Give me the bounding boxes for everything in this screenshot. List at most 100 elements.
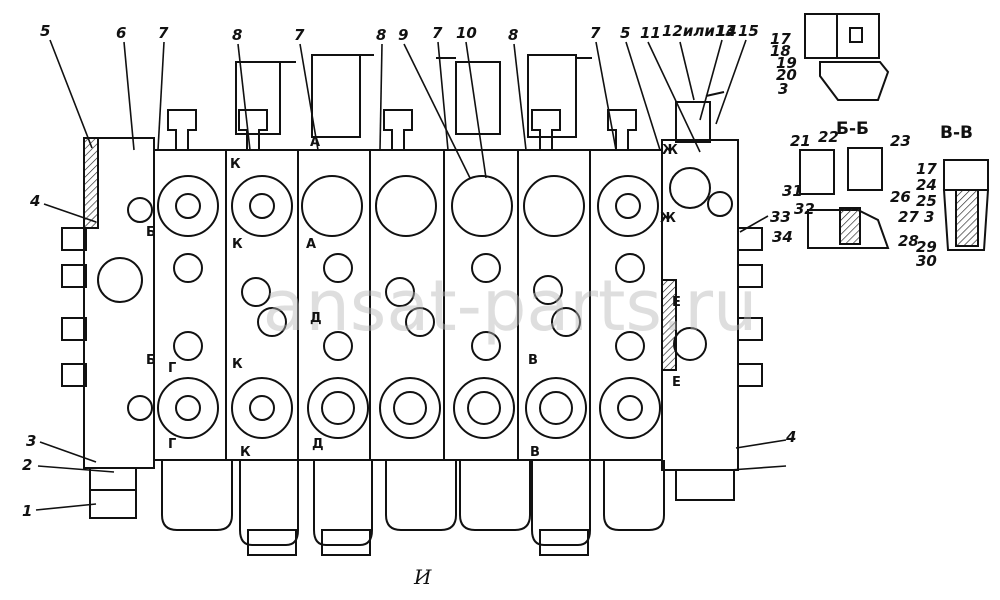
port-1a-inner	[175, 193, 201, 219]
section-1	[153, 149, 227, 461]
bb-body	[847, 147, 883, 191]
port-2a-inner	[249, 193, 275, 219]
right-bottom-plug	[675, 469, 735, 501]
port-1c	[173, 331, 203, 361]
port-4c	[405, 307, 435, 337]
callout-3-v: 3	[924, 208, 934, 226]
spool-cap-7	[603, 460, 665, 531]
solenoid-1	[235, 61, 281, 135]
port-7d	[599, 377, 661, 439]
section-title-bb: Б-Б	[836, 119, 869, 139]
left-port-boss-3	[61, 317, 87, 341]
marker-K-3: К	[232, 357, 243, 372]
right-port-boss-1	[737, 227, 763, 251]
top-stud-4	[531, 109, 561, 150]
callout-27: 28	[898, 232, 919, 250]
port-7c	[615, 331, 645, 361]
callout-22: 23	[890, 132, 911, 150]
leader-5-right	[625, 41, 661, 151]
spool-cap-6	[531, 460, 591, 546]
spool-cap-3-end	[321, 529, 371, 556]
right-port-boss-3	[737, 317, 763, 341]
callout-3-detail: 3	[778, 80, 788, 98]
callout-24: 25	[916, 192, 937, 210]
spool-cap-2-end	[247, 529, 297, 556]
callout-2: 2	[22, 456, 32, 474]
bottom-plug	[89, 467, 137, 519]
port-1d-inner	[175, 395, 201, 421]
callout-7d: 7	[590, 24, 601, 42]
port-3c	[323, 331, 353, 361]
spool-cap-2	[239, 460, 299, 546]
leader-5-left	[49, 39, 93, 149]
top-fittings	[167, 54, 725, 150]
leader-8c	[513, 43, 527, 151]
leader-7b	[299, 43, 319, 151]
marker-G-bottom: Г	[168, 437, 176, 452]
vv-cap	[943, 159, 989, 191]
marker-V-2: В	[530, 445, 540, 460]
right-cover-port-1	[669, 167, 711, 209]
section-title-vv: В-В	[940, 123, 973, 143]
callout-21: 22	[818, 128, 839, 146]
leader-7c	[437, 41, 449, 151]
left-cover-port-3	[127, 395, 153, 421]
watermark-text: ansat-parts.ru	[263, 265, 758, 347]
marker-V-1: В	[528, 353, 538, 368]
leader-4-left	[43, 203, 97, 223]
marker-K-1: К	[230, 157, 241, 172]
callout-3-left: 3	[26, 432, 36, 450]
marker-A-1: А	[306, 237, 316, 252]
port-6c	[551, 307, 581, 337]
leader-12	[679, 41, 695, 101]
detail-fitting	[819, 61, 890, 101]
working-sections	[153, 149, 663, 461]
port-1b	[173, 253, 203, 283]
callout-29: 30	[916, 252, 937, 270]
section-6-ports	[523, 175, 587, 439]
right-port-boss-4	[737, 363, 763, 387]
callout-25: 26	[890, 188, 911, 206]
section-ports	[97, 167, 733, 439]
port-2d-inner	[249, 395, 275, 421]
callout-30: 31	[782, 182, 803, 200]
callouts: 5 6 7 8 7 8 9 7 10 8 7 5 11 12или13 14 1…	[22, 22, 937, 520]
marker-Zh-2: Ж	[660, 211, 676, 226]
detail-plug-core	[849, 27, 863, 43]
port-5a	[451, 175, 513, 237]
callout-19: 20	[776, 66, 797, 84]
leader-9	[403, 43, 471, 179]
section-1-ports	[157, 175, 219, 439]
port-6d	[525, 377, 587, 439]
callout-8a: 8	[232, 26, 242, 44]
port-1a	[157, 175, 219, 237]
marker-B-top: Б	[146, 225, 156, 240]
callout-5-left: 5	[40, 22, 50, 40]
spool-cap-1	[161, 460, 233, 531]
port-5d-inner	[467, 391, 501, 425]
bottom-spool-caps	[161, 460, 665, 556]
section-7-ports	[597, 175, 661, 439]
left-cover-port-1	[127, 197, 153, 223]
solenoid-4	[527, 54, 577, 138]
leader-7a	[157, 41, 165, 151]
section-V-V-view	[942, 159, 990, 251]
marker-E-1: Е	[672, 295, 681, 310]
port-4b	[385, 277, 415, 307]
marker-B-bottom: Б	[146, 353, 156, 368]
right-cover-port-3	[673, 327, 707, 361]
port-7b	[615, 253, 645, 283]
callout-8b: 8	[376, 26, 386, 44]
port-7a-inner	[615, 193, 641, 219]
callout-33: 34	[772, 228, 793, 246]
callout-4-left: 4	[29, 192, 40, 210]
marker-Zh-1: Ж	[662, 143, 678, 158]
port-7a	[597, 175, 659, 237]
vv-hatch	[955, 189, 979, 247]
callout-7a: 7	[158, 24, 169, 42]
leader-6	[123, 41, 135, 151]
callout-23: 24	[916, 176, 937, 194]
marker-K-2: К	[232, 237, 243, 252]
section-B-B-view	[799, 147, 890, 249]
callout-15: 15	[738, 22, 759, 40]
